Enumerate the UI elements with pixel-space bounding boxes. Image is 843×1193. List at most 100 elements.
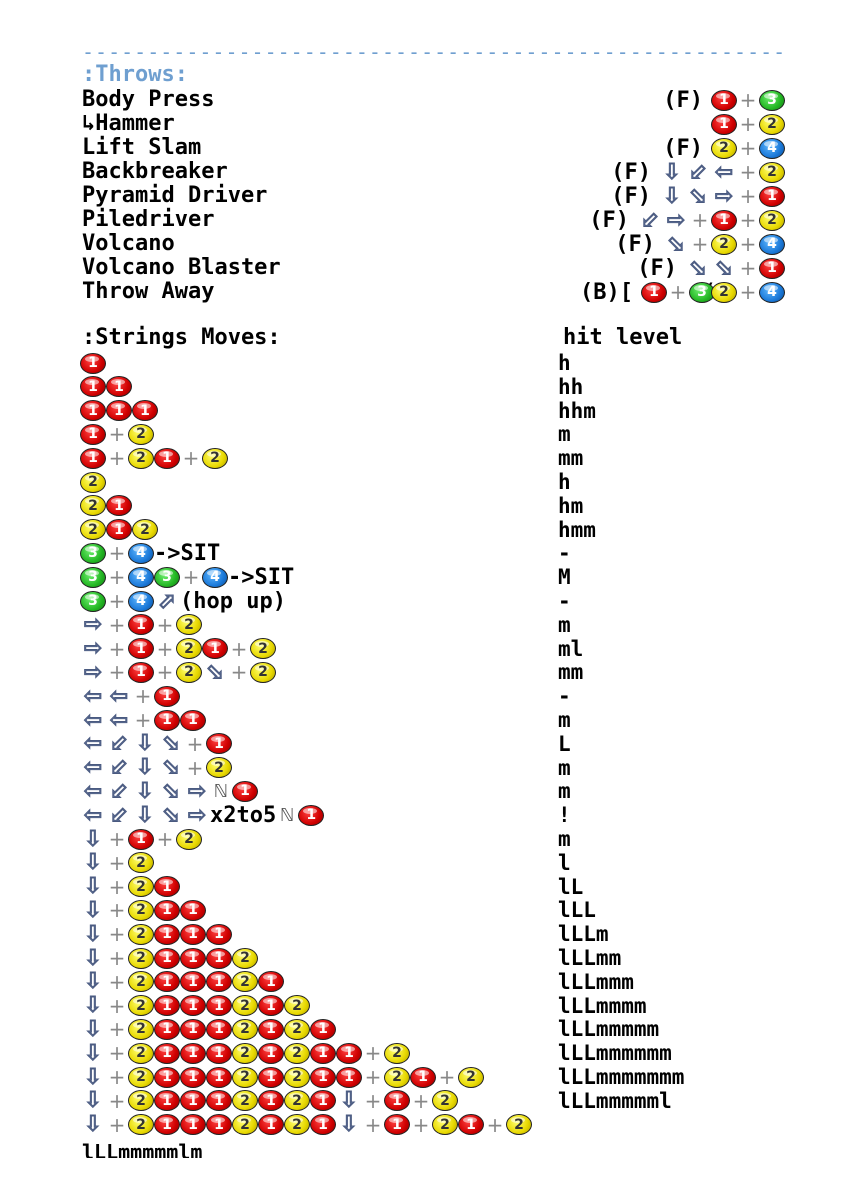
plus-icon: + <box>108 922 126 947</box>
button-number: 1 <box>114 497 124 514</box>
button-number: 2 <box>184 664 194 681</box>
button-number: 2 <box>392 1045 402 1062</box>
button-1-icon: 1 <box>80 447 106 469</box>
button-number: 2 <box>292 1092 302 1109</box>
button-1-icon: 1 <box>258 1090 284 1112</box>
button-number: 1 <box>214 926 224 943</box>
button-2-icon: 2 <box>176 828 202 850</box>
button-1-icon: 1 <box>711 113 737 135</box>
button-1-icon: 1 <box>458 1114 484 1136</box>
button-number: 4 <box>136 545 146 562</box>
button-number: 2 <box>767 164 777 180</box>
button-number: 1 <box>162 1092 172 1109</box>
button-number: 2 <box>258 640 268 657</box>
plus-icon: + <box>108 612 126 637</box>
button-number: 2 <box>136 1092 146 1109</box>
button-1-icon: 1 <box>711 89 737 111</box>
plus-icon: + <box>412 1088 430 1113</box>
button-number: 1 <box>188 1116 198 1133</box>
button-number: 2 <box>292 1045 302 1062</box>
button-1-icon: 1 <box>154 1066 180 1088</box>
button-2-icon: 2 <box>232 1114 258 1136</box>
down-arrow-icon: ⇩ <box>339 1112 359 1138</box>
button-4-icon: 4 <box>128 590 154 612</box>
button-number: 2 <box>440 1092 450 1109</box>
button-number: 1 <box>162 950 172 966</box>
plus-icon: + <box>108 422 126 447</box>
button-number: 1 <box>318 1045 328 1062</box>
button-number: 1 <box>214 973 224 990</box>
button-2-icon: 2 <box>128 947 154 969</box>
hit-level: m <box>558 755 571 780</box>
button-number: 2 <box>136 426 146 443</box>
plus-icon: + <box>739 208 757 232</box>
down-arrow-icon: ⇩ <box>83 850 103 876</box>
down-arrow-icon: ⇩ <box>83 1016 103 1042</box>
button-number: 2 <box>184 831 194 847</box>
hold-direction: (F) <box>637 255 677 281</box>
button-number: 1 <box>214 1021 224 1038</box>
down-arrow-icon: ⇩ <box>83 993 103 1019</box>
button-1-icon: 1 <box>154 1018 180 1040</box>
throw-command: (F)⬃⇨+1+2 <box>589 207 785 233</box>
button-2-icon: 2 <box>432 1114 458 1136</box>
throw-row: Piledriver(F)⬃⇨+1+2 <box>0 207 843 233</box>
button-1-icon: 1 <box>310 1066 336 1088</box>
down-forward-arrow-icon: ⬂ <box>161 755 181 781</box>
button-1-icon: 1 <box>206 923 232 945</box>
button-1-icon: 1 <box>180 923 206 945</box>
plus-icon: + <box>182 565 200 590</box>
button-1-icon: 1 <box>206 1042 232 1064</box>
plus-icon: + <box>182 446 200 471</box>
strings-title: :Strings Moves: <box>82 325 281 350</box>
button-2-icon: 2 <box>176 614 202 636</box>
button-1-icon: 1 <box>154 1042 180 1064</box>
hit-level: - <box>558 684 571 709</box>
button-number: 1 <box>266 1045 276 1062</box>
button-1-icon: 1 <box>384 1090 410 1112</box>
button-number: 1 <box>140 402 150 419</box>
throw-name: Body Press <box>82 87 215 112</box>
down-back-arrow-icon: ⬃ <box>109 731 129 757</box>
plus-icon: + <box>230 636 248 661</box>
down-forward-arrow-icon: ⬂ <box>688 183 708 209</box>
forward-arrow-icon: ⇨ <box>714 183 734 209</box>
throw-command: (F)⬂⬂+1 <box>637 255 785 281</box>
button-number: 1 <box>649 284 659 300</box>
button-number: 1 <box>188 1021 198 1038</box>
down-arrow-icon: ⇩ <box>662 159 682 185</box>
button-number: 2 <box>136 878 146 895</box>
button-4-icon: 4 <box>759 233 785 255</box>
button-number: 1 <box>162 1021 172 1038</box>
button-number: 4 <box>767 140 777 156</box>
button-2-icon: 2 <box>232 1018 258 1040</box>
button-number: 1 <box>188 997 198 1014</box>
button-1-icon: 1 <box>154 447 180 469</box>
button-number: 1 <box>162 1116 172 1133</box>
button-number: 1 <box>188 926 198 943</box>
forward-arrow-icon: ⇨ <box>666 207 686 233</box>
button-4-icon: 4 <box>128 566 154 588</box>
throw-command: (F)⇩⬃⇦+2 <box>611 159 785 185</box>
plus-icon: + <box>108 898 126 923</box>
button-1-icon: 1 <box>154 876 180 898</box>
plus-icon: + <box>108 446 126 471</box>
button-number: 1 <box>214 997 224 1014</box>
button-3-icon: 3 <box>80 590 106 612</box>
hit-level: h <box>558 470 571 494</box>
hold-direction: (F) <box>589 207 629 233</box>
button-2-icon: 2 <box>432 1090 458 1112</box>
hit-level: lLL <box>558 898 596 923</box>
button-number: 2 <box>719 284 729 300</box>
button-number: 2 <box>292 1116 302 1133</box>
string-row: ⇦⇦+1- <box>0 683 843 709</box>
